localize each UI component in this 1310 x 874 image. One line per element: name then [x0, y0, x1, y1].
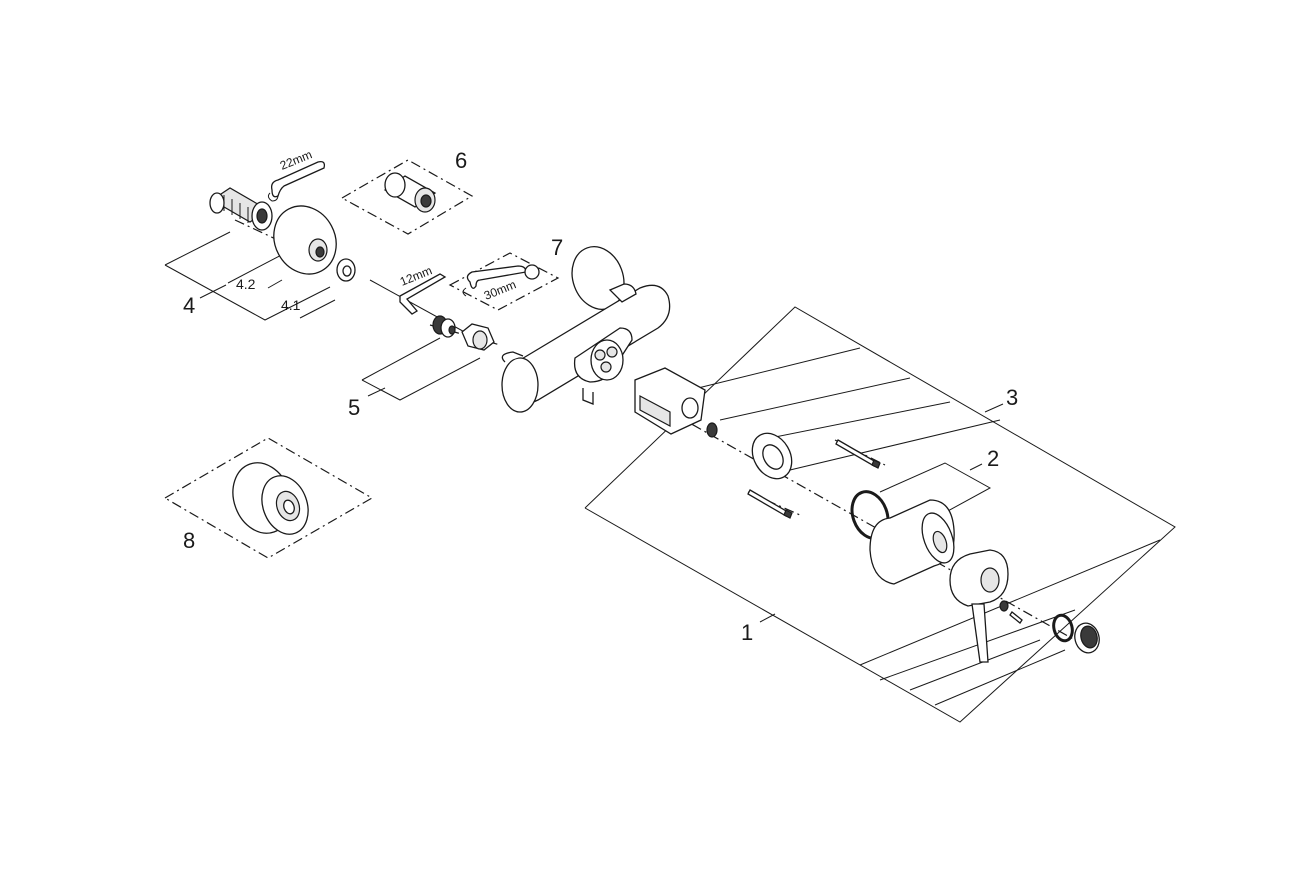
extension-part [383, 172, 437, 213]
sleeve-part [869, 499, 955, 585]
escutcheon-part [273, 205, 337, 275]
callout-4: 4 [183, 293, 195, 318]
screw-lower [747, 489, 793, 519]
rosette-part [232, 462, 309, 535]
callout-4-2: 4.2 [236, 276, 256, 292]
wrench-22mm [267, 160, 326, 202]
cap-part [1074, 622, 1100, 654]
nut-part [461, 323, 495, 351]
callout-2: 2 [987, 446, 999, 471]
flange-part [751, 432, 793, 480]
mixer-body [501, 246, 671, 413]
washer-part [336, 258, 356, 282]
hex-key-12mm [399, 273, 447, 315]
set-screw-part [999, 600, 1023, 624]
callout-1: 1 [741, 620, 753, 645]
kit-box-6 [340, 159, 474, 235]
callout-labels: 1 2 3 4 4.1 4.2 5 6 7 8 [183, 148, 1018, 645]
callout-8: 8 [183, 528, 195, 553]
callout-6: 6 [455, 148, 467, 173]
lever-handle-part [949, 549, 1009, 663]
wrench-30mm [462, 264, 540, 297]
callout-7: 7 [551, 235, 563, 260]
callout-5: 5 [348, 395, 360, 420]
tool-label-30mm: 30mm [482, 277, 518, 302]
small-o-ring-part [1052, 613, 1074, 643]
s-union-part [209, 187, 273, 231]
screw-upper [835, 439, 881, 469]
axis-lines [234, 219, 1076, 641]
connector-part [432, 315, 456, 338]
callout-3: 3 [1006, 385, 1018, 410]
cartridge-part [634, 367, 718, 438]
callout-4-1: 4.1 [281, 297, 301, 313]
kit-box-7 [448, 252, 560, 311]
